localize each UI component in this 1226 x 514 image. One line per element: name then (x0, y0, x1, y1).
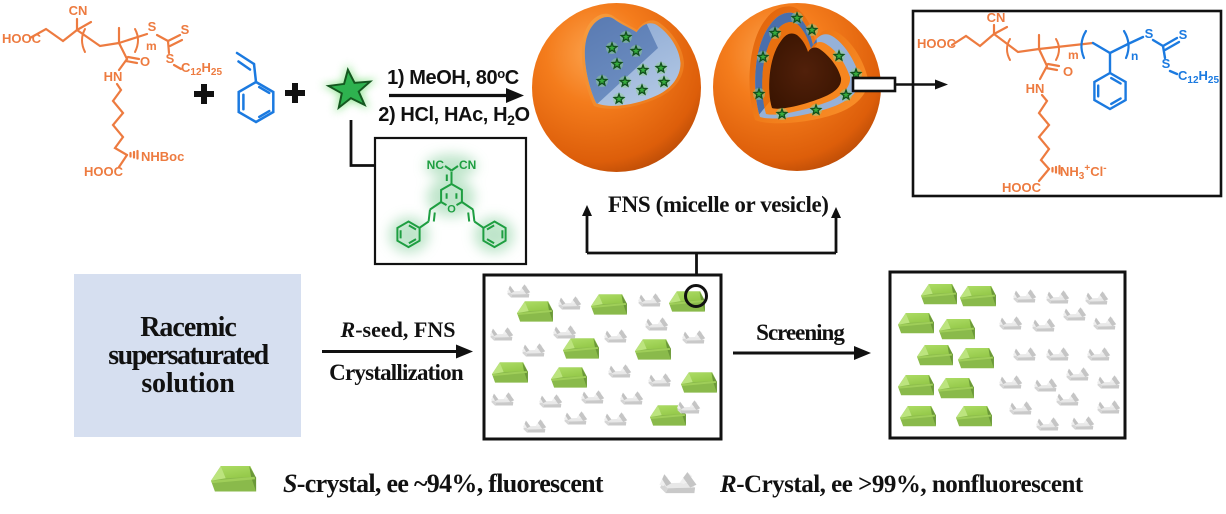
svg-text:Racemic: Racemic (140, 312, 236, 343)
svg-text:O: O (447, 204, 456, 216)
svg-text:S: S (1179, 27, 1188, 42)
svg-text:supersaturated: supersaturated (108, 340, 269, 371)
svg-text:1) MeOH, 80oC: 1) MeOH, 80oC (387, 66, 519, 89)
svg-text:2) HCl, HAc, H2O: 2) HCl, HAc, H2O (378, 104, 529, 128)
svg-text:FNS (micelle or vesicle): FNS (micelle or vesicle) (608, 192, 829, 217)
svg-text:S: S (166, 51, 175, 66)
svg-text:HOOC: HOOC (84, 164, 124, 179)
svg-text:R-seed, FNS: R-seed, FNS (340, 317, 456, 342)
svg-text:S: S (181, 22, 190, 37)
svg-text:HN: HN (104, 69, 123, 84)
svg-text:NH3+Cl-: NH3+Cl- (1060, 163, 1107, 182)
svg-text:Screening: Screening (756, 320, 845, 345)
svg-text:O: O (1063, 64, 1073, 79)
svg-text:S: S (148, 19, 157, 34)
svg-text:CN: CN (69, 3, 88, 18)
svg-text:NHBoc: NHBoc (141, 149, 184, 164)
svg-text:NC: NC (427, 158, 445, 172)
svg-text:m: m (1068, 48, 1079, 62)
svg-text:S: S (1162, 56, 1171, 71)
svg-text:m: m (146, 39, 157, 53)
svg-text:R-Crystal, ee >99%, nonfluores: R-Crystal, ee >99%, nonfluorescent (719, 471, 1084, 498)
svg-text:HN: HN (1026, 81, 1045, 96)
svg-text:C12H25: C12H25 (1178, 68, 1219, 86)
svg-text:n: n (1131, 49, 1138, 63)
svg-text:O: O (140, 54, 150, 69)
svg-text:HOOC: HOOC (1002, 180, 1042, 195)
svg-text:solution: solution (141, 368, 235, 399)
svg-text:Crystallization: Crystallization (329, 360, 464, 385)
svg-text:CN: CN (459, 158, 476, 172)
svg-text:CN: CN (987, 10, 1006, 25)
svg-text:HOOC: HOOC (917, 36, 957, 51)
svg-text:S-crystal, ee ~94%, fluorescen: S-crystal, ee ~94%, fluorescent (283, 469, 604, 498)
svg-text:C12H25: C12H25 (181, 60, 222, 78)
svg-text:HOOC: HOOC (2, 31, 42, 46)
svg-text:S: S (1145, 26, 1154, 41)
